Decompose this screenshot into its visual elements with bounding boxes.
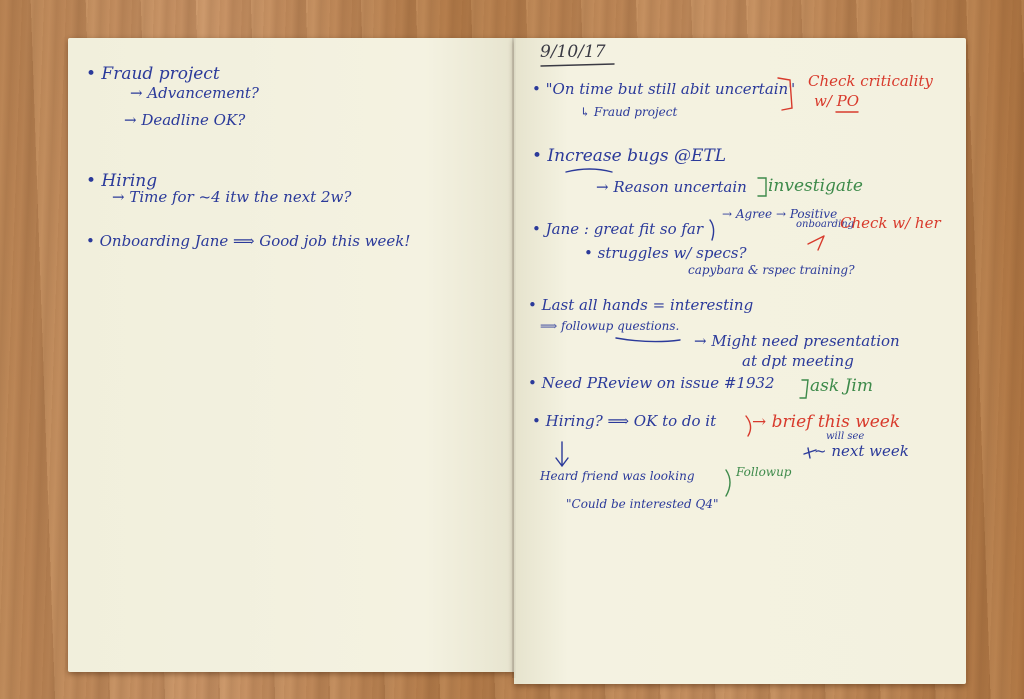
note-date: 9/10/17	[540, 42, 606, 62]
note-ask-jim: ask Jim	[810, 376, 873, 396]
note-hiring-q: • Hiring? ⟹ OK to do it	[532, 412, 717, 430]
note-heard-friend: Heard friend was looking	[540, 469, 695, 483]
note-with-po: w/ PO	[814, 92, 860, 110]
note-struggles: • struggles w/ specs?	[584, 244, 747, 262]
note-check-with-her: Check w/ her	[840, 214, 941, 232]
note-jane: • Jane : great fit so far	[532, 220, 704, 238]
note-followup: Followup	[736, 465, 792, 479]
note-followup-questions: ⟹ followup questions.	[540, 319, 680, 333]
note-hiring: • Hiring	[86, 171, 158, 191]
note-investigate: investigate	[768, 176, 863, 196]
note-agree-positive: → Agree → Positive	[722, 207, 838, 221]
note-will-see: will see	[826, 431, 865, 442]
note-need-pr: • Need PReview on issue #1932	[528, 374, 775, 392]
note-on-time: • "On time but still abit uncertain"	[532, 80, 796, 98]
note-advancement: → Advancement?	[130, 84, 259, 102]
note-onboarding-small: onboarding	[796, 219, 855, 230]
note-fraud-project-ref: ↳ Fraud project	[580, 105, 678, 119]
note-capybara: capybara & rspec training?	[688, 263, 855, 277]
note-fraud-project: • Fraud project	[86, 64, 220, 84]
notebook-spine	[512, 38, 516, 678]
note-could-be: "Could be interested Q4"	[566, 497, 719, 511]
note-at-dpt: at dpt meeting	[742, 352, 854, 370]
note-might-need: → Might need presentation	[694, 332, 900, 350]
notebook-left-page	[68, 38, 514, 672]
note-next-week: ~ next week	[814, 442, 909, 460]
note-increase-bugs: • Increase bugs @ETL	[532, 146, 727, 166]
note-brief: → brief this week	[752, 412, 901, 432]
note-hiring-time: → Time for ~4 itw the next 2w?	[112, 188, 352, 206]
note-reason-uncertain: → Reason uncertain	[596, 178, 747, 196]
note-all-hands: • Last all hands = interesting	[528, 296, 754, 314]
note-onboarding: • Onboarding Jane ⟹ Good job this week!	[86, 232, 411, 250]
note-check-criticality: Check criticality	[808, 72, 933, 90]
note-deadline: → Deadline OK?	[124, 111, 246, 129]
notebook-right-page	[514, 38, 966, 684]
